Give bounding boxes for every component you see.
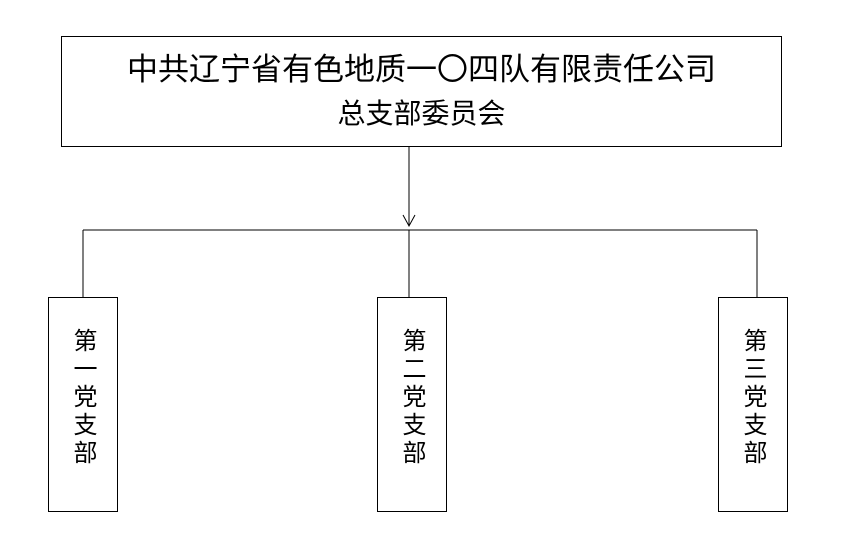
- arrow-head: [402, 214, 416, 228]
- branch-label-1: 第一党支部: [69, 328, 97, 468]
- branch-label-3: 第三党支部: [739, 328, 767, 468]
- committee-name-line2: 总支部委员会: [337, 96, 506, 130]
- branch-box-2: 第二党支部: [377, 297, 447, 512]
- branch-box-1: 第一党支部: [48, 297, 118, 512]
- committee-name-line1: 中共辽宁省有色地质一〇四队有限责任公司: [127, 51, 716, 88]
- branch-box-3: 第三党支部: [718, 297, 788, 512]
- branch-label-2: 第二党支部: [398, 328, 426, 468]
- committee-box: 中共辽宁省有色地质一〇四队有限责任公司 总支部委员会: [61, 36, 782, 147]
